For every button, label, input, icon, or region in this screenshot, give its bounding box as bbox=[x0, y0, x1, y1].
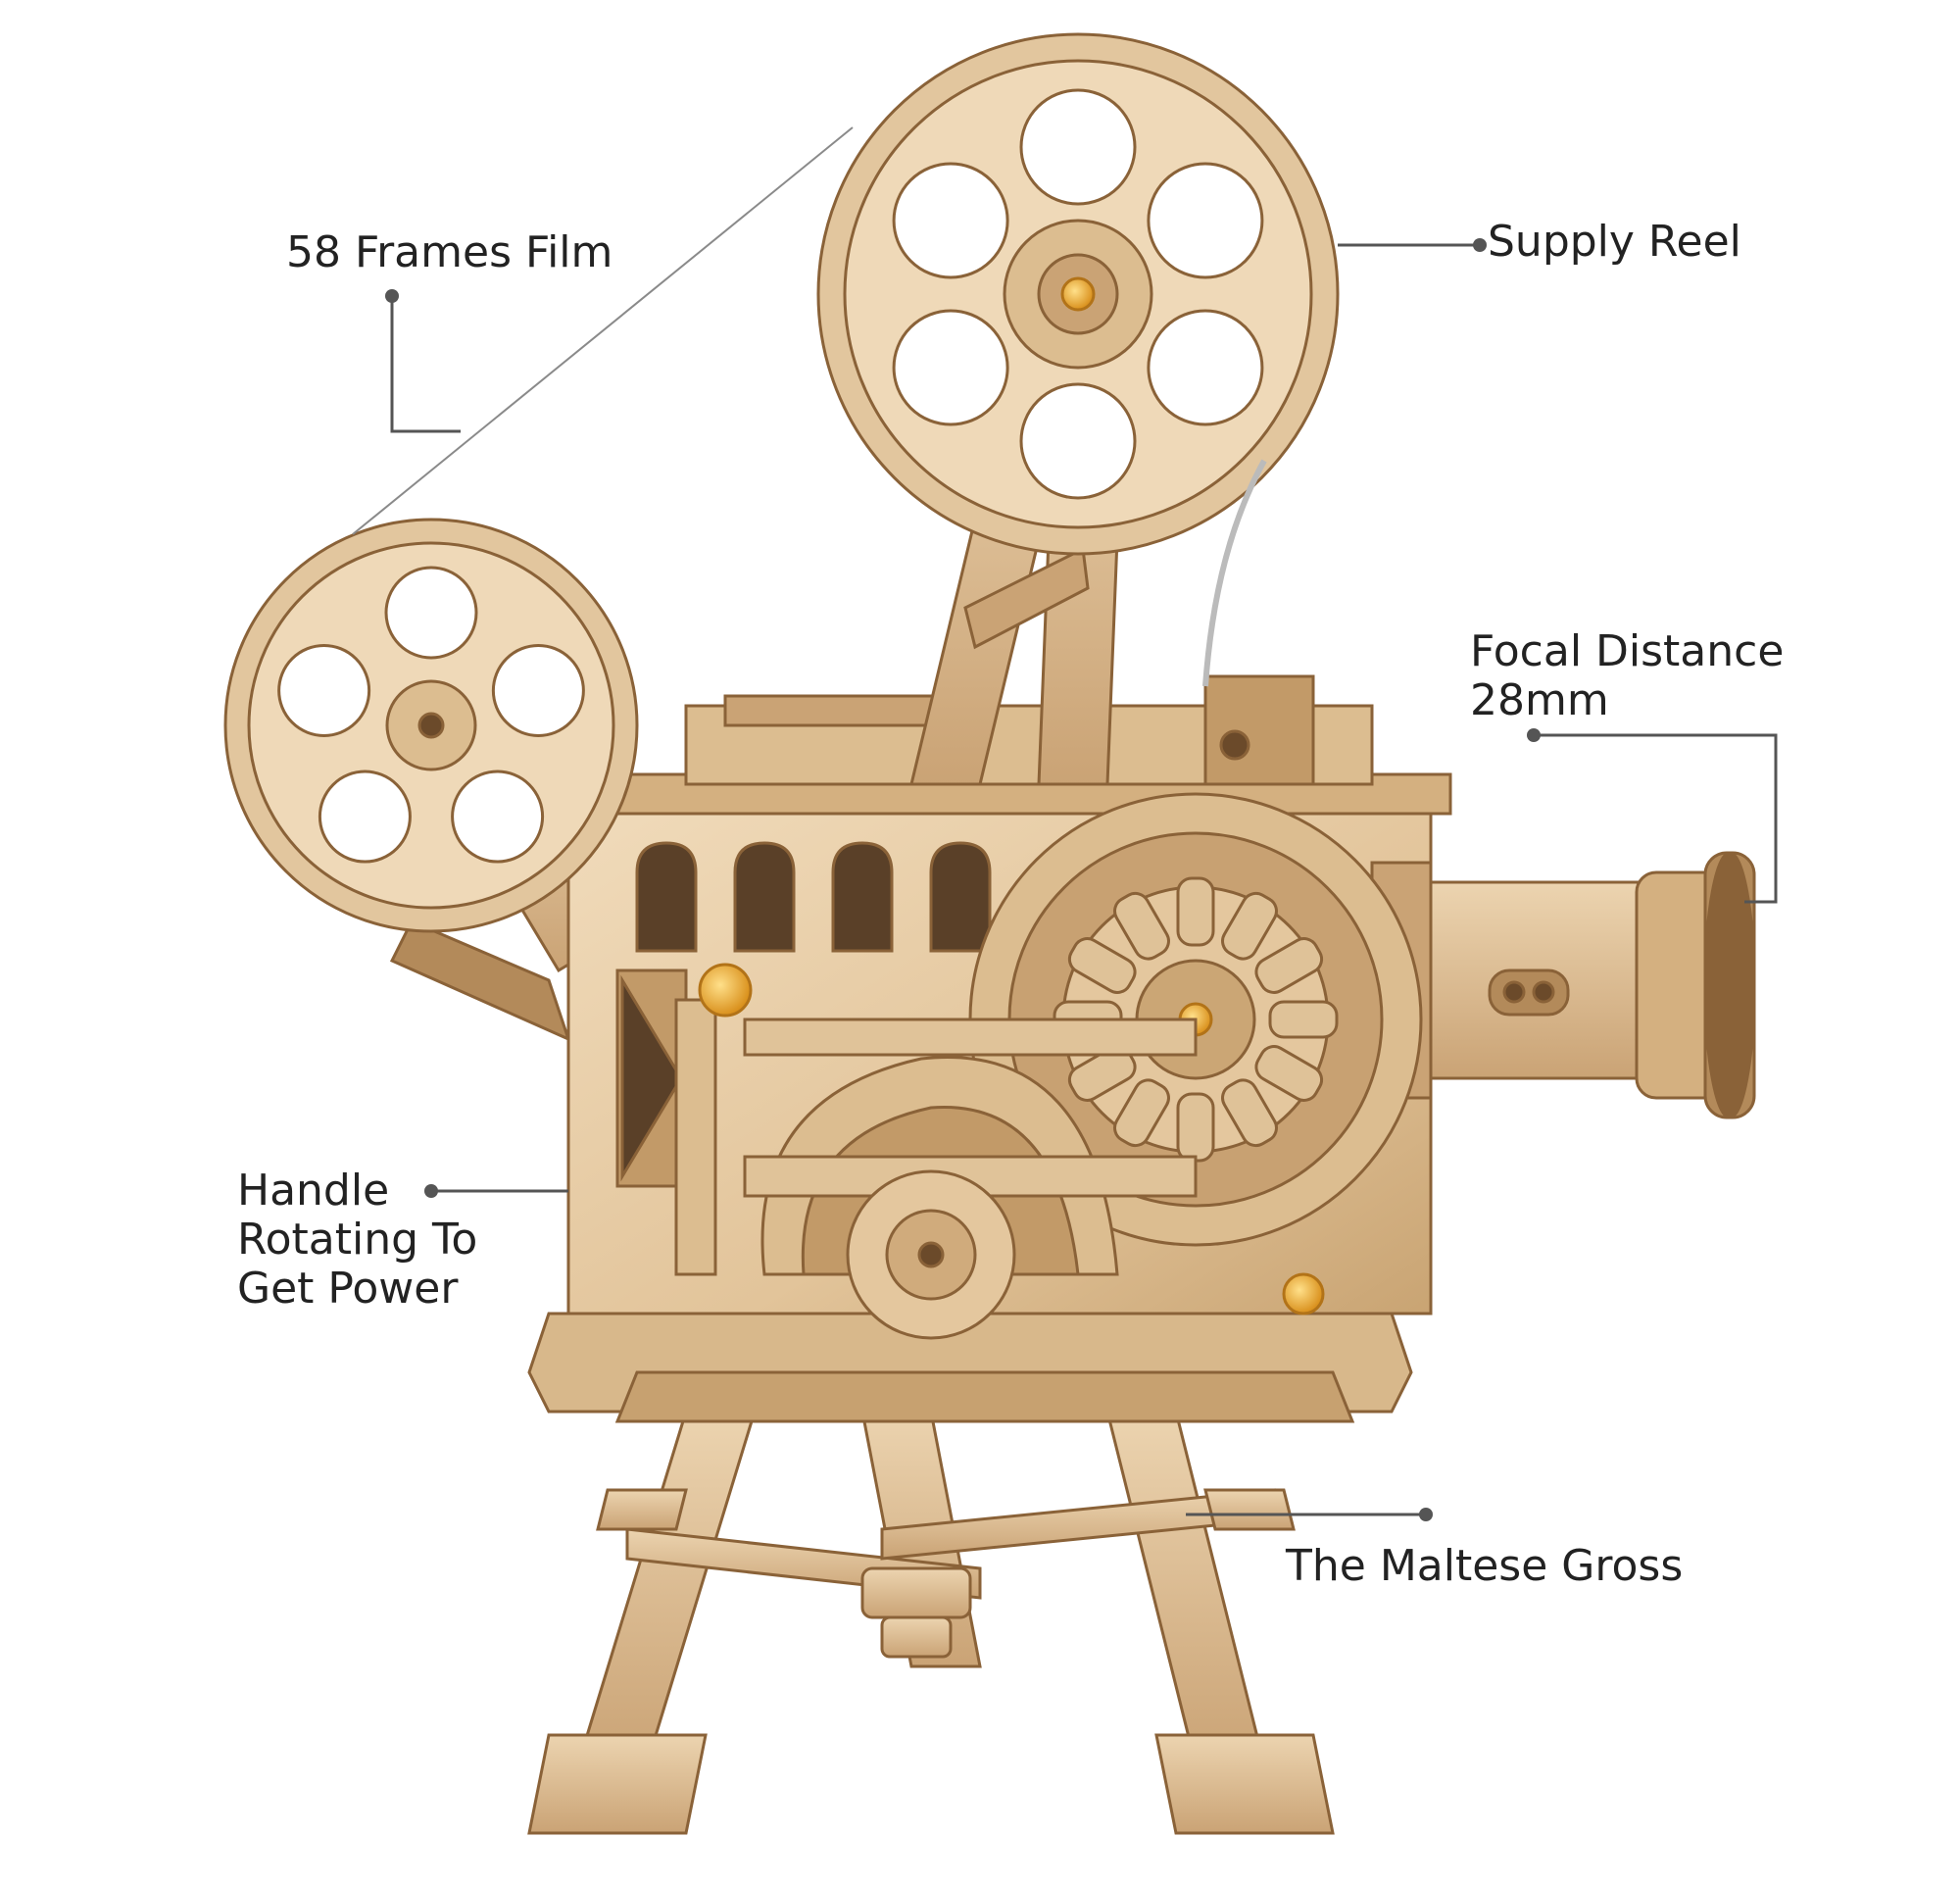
reel-hole bbox=[1019, 382, 1137, 500]
gear-spoke bbox=[1268, 1000, 1339, 1039]
platform bbox=[527, 1312, 1413, 1423]
lens-assembly bbox=[1203, 674, 1756, 1119]
reel-hole bbox=[318, 770, 412, 864]
label-maltese-gross: The Maltese Gross bbox=[1286, 1542, 1683, 1591]
reel-hole bbox=[1019, 88, 1137, 206]
reel-hole bbox=[384, 566, 478, 660]
label-supply-reel: Supply Reel bbox=[1488, 218, 1741, 267]
reel-hole bbox=[892, 309, 1009, 426]
reel-hole bbox=[1147, 162, 1264, 279]
leader-dots bbox=[385, 238, 1541, 1521]
tripod-stand bbox=[527, 1410, 1335, 1835]
supply-reel bbox=[816, 32, 1340, 556]
takeup-reel bbox=[223, 518, 639, 933]
leader-focal bbox=[1534, 733, 1778, 904]
gear-spoke bbox=[1113, 891, 1170, 961]
label-58-frames-film: 58 Frames Film bbox=[286, 228, 612, 277]
label-focal-line1: Focal Distance bbox=[1470, 626, 1785, 676]
gear-spoke bbox=[1176, 1092, 1215, 1163]
gear-spoke bbox=[1254, 937, 1324, 994]
label-handle-line1: Handle bbox=[237, 1166, 390, 1216]
label-focal-distance: Focal Distance 28mm bbox=[1470, 627, 1784, 725]
label-film-text: 58 Frames Film bbox=[286, 227, 613, 277]
reel-hole bbox=[451, 770, 545, 864]
label-maltese-text: The Maltese Gross bbox=[1286, 1541, 1684, 1591]
leader-lines bbox=[390, 243, 1778, 1516]
reel-hole bbox=[892, 162, 1009, 279]
gear-spoke bbox=[1067, 937, 1137, 994]
leader-film bbox=[390, 296, 461, 433]
film-strip-right bbox=[1202, 459, 1267, 687]
reel-hole bbox=[1147, 309, 1264, 426]
gear-spoke bbox=[1221, 891, 1278, 961]
label-focal-line2: 28mm bbox=[1470, 675, 1609, 725]
gear-spoke bbox=[1176, 876, 1215, 947]
gear-spoke bbox=[1254, 1045, 1324, 1102]
gear-spoke bbox=[1067, 1045, 1137, 1102]
label-supply-text: Supply Reel bbox=[1488, 217, 1741, 267]
label-handle-line3: Get Power bbox=[237, 1264, 459, 1314]
gear-spoke bbox=[1221, 1078, 1278, 1148]
gear-spoke bbox=[1113, 1078, 1170, 1148]
label-handle-line2: Rotating To bbox=[237, 1215, 478, 1265]
handle-mechanism bbox=[674, 963, 1325, 1340]
film-strip bbox=[352, 126, 854, 535]
label-handle: Handle Rotating To Get Power bbox=[237, 1167, 477, 1314]
reel-hole bbox=[277, 643, 371, 737]
reel-hole bbox=[491, 643, 585, 737]
